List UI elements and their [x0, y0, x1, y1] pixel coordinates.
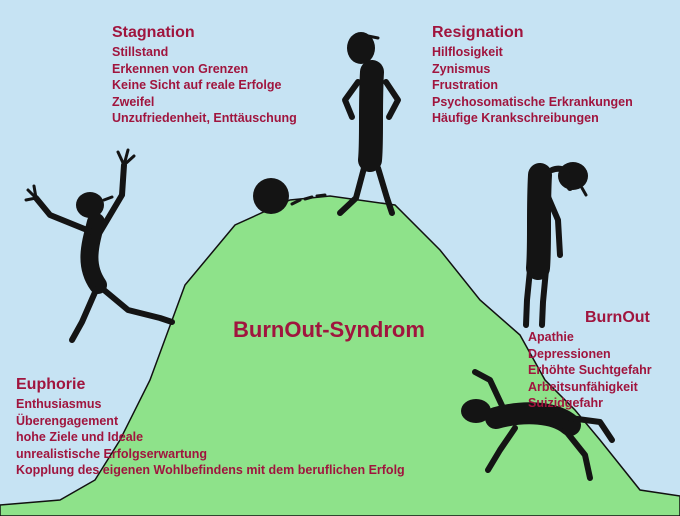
- list-item: Häufige Krankschreibungen: [432, 111, 599, 126]
- list-item: Erkennen von Grenzen: [112, 61, 249, 76]
- jumping-figure-icon: [24, 148, 175, 343]
- list-item: Psychosomatische Erkrankungen: [432, 94, 633, 109]
- list-item: Keine Sicht auf reale Erfolge: [112, 78, 282, 93]
- resignation-block: Resignation Hilflosigkeit Zynismus Frust…: [432, 23, 633, 127]
- burnout-block: BurnOut Apathie Depressionen Erhöhte Suc…: [528, 308, 652, 412]
- burnout-list: Apathie Depressionen Erhöhte Suchtgefahr…: [528, 329, 652, 412]
- euphorie-block: Euphorie Enthusiasmus Überengagement hoh…: [16, 375, 405, 479]
- list-item: Zweifel: [112, 94, 155, 109]
- list-item: Unzufriedenheit, Enttäuschung: [112, 111, 297, 126]
- list-item: Hilflosigkeit: [432, 45, 503, 59]
- list-item: Apathie: [528, 330, 574, 344]
- list-item: Erhöhte Suchtgefahr: [528, 363, 652, 378]
- list-item: Kopplung des eigenen Wohlbefindens mit d…: [16, 463, 405, 478]
- burnout-heading: BurnOut: [585, 309, 650, 326]
- diagram-title: BurnOut-Syndrom: [233, 317, 425, 342]
- list-item: Depressionen: [528, 346, 611, 361]
- stagnation-heading: Stagnation: [112, 24, 195, 41]
- falling-figure-icon: [461, 369, 615, 481]
- list-item: Enthusiasmus: [16, 397, 102, 411]
- list-item: unrealistische Erfolgserwartung: [16, 446, 208, 461]
- stagnation-list: Stillstand Erkennen von Grenzen Keine Si…: [112, 44, 297, 127]
- slumped-figure-icon: [523, 162, 588, 328]
- euphorie-heading: Euphorie: [16, 376, 86, 393]
- list-item: Arbeitsunfähigkeit: [528, 379, 638, 394]
- rolling-ball-icon: [253, 178, 327, 214]
- euphorie-list: Enthusiasmus Überengagement hohe Ziele u…: [16, 396, 405, 479]
- list-item: Zynismus: [432, 61, 491, 76]
- resignation-list: Hilflosigkeit Zynismus Frustration Psych…: [432, 44, 633, 127]
- stagnation-block: Stagnation Stillstand Erkennen von Grenz…: [112, 23, 297, 127]
- list-item: Suizidgefahr: [528, 396, 604, 411]
- list-item: hohe Ziele und Ideale: [16, 430, 144, 445]
- list-item: Überengagement: [16, 413, 119, 428]
- standing-figure-icon: [337, 32, 401, 216]
- list-item: Frustration: [432, 78, 498, 93]
- list-item: Stillstand: [112, 45, 169, 59]
- resignation-heading: Resignation: [432, 24, 524, 41]
